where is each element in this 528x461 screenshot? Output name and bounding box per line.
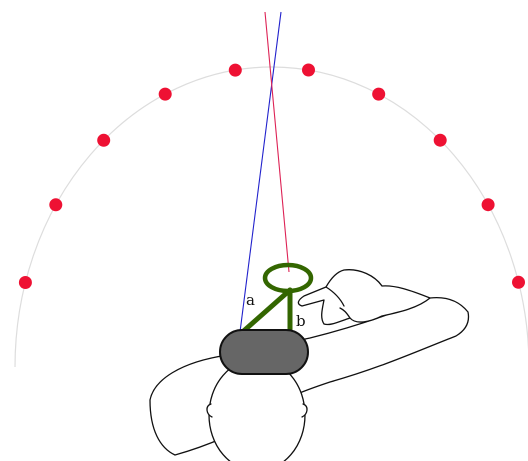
- person-outline: [149, 269, 470, 461]
- tracking-rig: [235, 262, 314, 339]
- sight-line-a: [239, 11, 282, 333]
- sight-line-b: [264, 11, 290, 273]
- ear-right: [301, 403, 308, 418]
- target-dot: [481, 198, 495, 212]
- target-dot: [302, 63, 315, 77]
- target-dot: [97, 133, 111, 147]
- target-arc: [14, 66, 528, 368]
- target-dot: [228, 63, 242, 77]
- rig-arm-a: [235, 287, 293, 339]
- target-dots: [18, 63, 525, 289]
- target-dot: [18, 276, 32, 289]
- label-a: a: [246, 291, 255, 309]
- target-dot: [512, 275, 525, 289]
- target-dot: [372, 87, 386, 101]
- label-b: b: [296, 312, 306, 330]
- arm-outline: [149, 296, 470, 456]
- pointing-hand-icon: [297, 269, 431, 326]
- target-dot: [433, 133, 447, 147]
- target-dot: [158, 87, 172, 101]
- ear-left: [206, 403, 213, 418]
- finger-detail: [325, 286, 351, 319]
- controller-ring: [262, 262, 314, 294]
- target-dot: [49, 198, 63, 212]
- vr-headset-icon: [219, 329, 309, 375]
